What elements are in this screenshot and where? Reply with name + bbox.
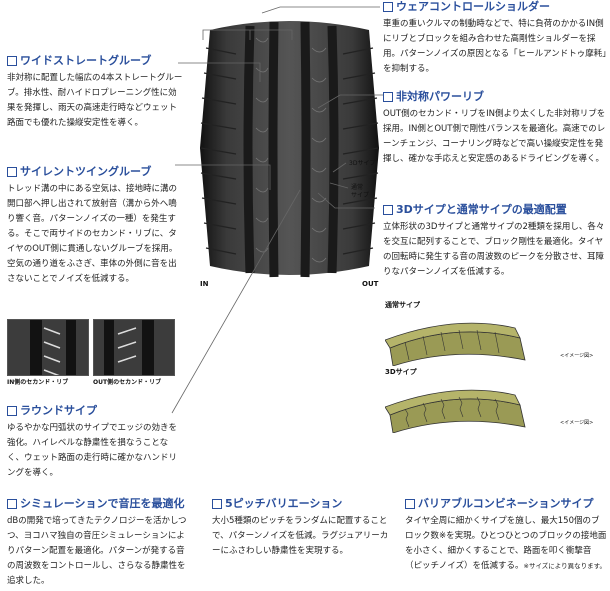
section-marker-icon bbox=[212, 499, 222, 509]
section-marker-icon bbox=[7, 499, 17, 509]
wide-straight-text: 非対称に配置した幅広の4本ストレートグルーブ。排水性、耐ハイドロプレーニング性に… bbox=[7, 73, 183, 128]
variable-combo-note: ※サイズにより異なります。 bbox=[523, 562, 606, 570]
sipe-normal-tire-label: 通常 サイプ bbox=[351, 184, 370, 199]
wide-straight-title: ワイドストレートグルーブ bbox=[20, 54, 152, 67]
simulation-title: シミュレーションで音圧を最適化 bbox=[20, 497, 185, 510]
section-wear-control: ウェアコントロールショルダー 車重の重いクルマの制動時などで、特に負荷のかかるI… bbox=[383, 0, 607, 77]
silent-twin-text: トレッド溝の中にある空気は、接地時に溝の開口部へ押し出されて放射音（溝から外へ鳴… bbox=[7, 184, 178, 284]
section-marker-icon bbox=[405, 499, 415, 509]
section-marker-icon bbox=[7, 167, 17, 177]
wear-control-title: ウェアコントロールショルダー bbox=[396, 0, 550, 13]
round-sipe-text: ゆるやかな円弧状のサイプでエッジの効きを強化。ハイレベルな静粛性を損なうことなく… bbox=[7, 423, 178, 478]
section-marker-icon bbox=[383, 92, 393, 102]
section-marker-icon bbox=[383, 2, 393, 12]
normal-sipe-image-label: 通常サイプ bbox=[385, 301, 420, 309]
sipe-3d-title: 3Dサイプと通常サイプの最適配置 bbox=[396, 203, 567, 216]
wear-control-text: 車重の重いクルマの制動時などで、特に負荷のかかるIN側にリブとブロックを組み合わ… bbox=[383, 19, 607, 74]
silent-twin-title: サイレントツイングルーブ bbox=[20, 165, 152, 178]
section-marker-icon bbox=[7, 56, 17, 66]
pitch5-title: 5ピッチバリエーション bbox=[225, 497, 343, 510]
section-silent-twin: サイレントツイングルーブ トレッド溝の中にある空気は、接地時に溝の開口部へ押し出… bbox=[7, 165, 183, 287]
sipe-3d-image-note: <イメージ図> bbox=[560, 420, 594, 426]
simulation-text: dBの開発で培ってきたテクノロジーを活かしつつ、ヨコハマ独自の音圧シミュレーショ… bbox=[7, 516, 187, 586]
section-marker-icon bbox=[7, 406, 17, 416]
section-variable-combo: バリアブルコンビネーションサイプ タイヤ全周に細かくサイプを施し、最大150個の… bbox=[405, 497, 607, 574]
in-side-rib-caption: IN側のセカンド・リブ bbox=[7, 379, 69, 386]
in-side-rib-photo bbox=[7, 319, 89, 376]
tire-out-label: OUT bbox=[362, 280, 379, 288]
sipe-3d-image-label: 3Dサイプ bbox=[385, 368, 417, 376]
section-pitch5: 5ピッチバリエーション 大小5種類のピッチをランダムに配置することで、パターンノ… bbox=[212, 497, 394, 559]
sipe-3d-tire-label: 3Dサイプ bbox=[349, 160, 376, 167]
variable-combo-body: タイヤ全周に細かくサイプを施し、最大150個のブロック数※を実現。ひとつひとつの… bbox=[405, 516, 607, 571]
variable-combo-title: バリアブルコンビネーションサイプ bbox=[418, 497, 594, 510]
asym-power-title: 非対称パワーリブ bbox=[396, 90, 484, 103]
round-sipe-title: ラウンドサイプ bbox=[20, 404, 97, 417]
section-round-sipe: ラウンドサイプ ゆるやかな円弧状のサイプでエッジの効きを強化。ハイレベルな静粛性… bbox=[7, 404, 183, 481]
section-simulation: シミュレーションで音圧を最適化 dBの開発で培ってきたテクノロジーを活かしつつ、… bbox=[7, 497, 187, 589]
tire-illustration bbox=[192, 18, 387, 280]
tire-in-label: IN bbox=[200, 280, 209, 288]
section-3d-sipe: 3Dサイプと通常サイプの最適配置 立体形状の3Dサイプと通常サイプの2種類を採用… bbox=[383, 203, 607, 280]
asym-power-text: OUT側のセカンド・リブをIN側より太くした非対称リブを採用。IN側とOUT側で… bbox=[383, 109, 606, 164]
out-side-rib-photo bbox=[93, 319, 175, 376]
pitch5-text: 大小5種類のピッチをランダムに配置することで、パターンノイズを低減。ラグジュアリ… bbox=[212, 516, 389, 556]
section-marker-icon bbox=[383, 205, 393, 215]
normal-sipe-image-note: <イメージ図> bbox=[560, 353, 594, 359]
out-side-rib-caption: OUT側のセカンド・リブ bbox=[93, 379, 162, 386]
sipe-3d-text: 立体形状の3Dサイプと通常サイプの2種類を採用し、各々を交互に配列することで、ブ… bbox=[383, 222, 605, 277]
section-asym-power: 非対称パワーリブ OUT側のセカンド・リブをIN側より太くした非対称リブを採用。… bbox=[383, 90, 607, 167]
section-wide-straight: ワイドストレートグルーブ 非対称に配置した幅広の4本ストレートグルーブ。排水性、… bbox=[7, 54, 183, 131]
variable-combo-text: タイヤ全周に細かくサイプを施し、最大150個のブロック数※を実現。ひとつひとつの… bbox=[405, 514, 607, 574]
sipe-3d-image bbox=[385, 389, 526, 433]
normal-sipe-image bbox=[385, 322, 526, 366]
